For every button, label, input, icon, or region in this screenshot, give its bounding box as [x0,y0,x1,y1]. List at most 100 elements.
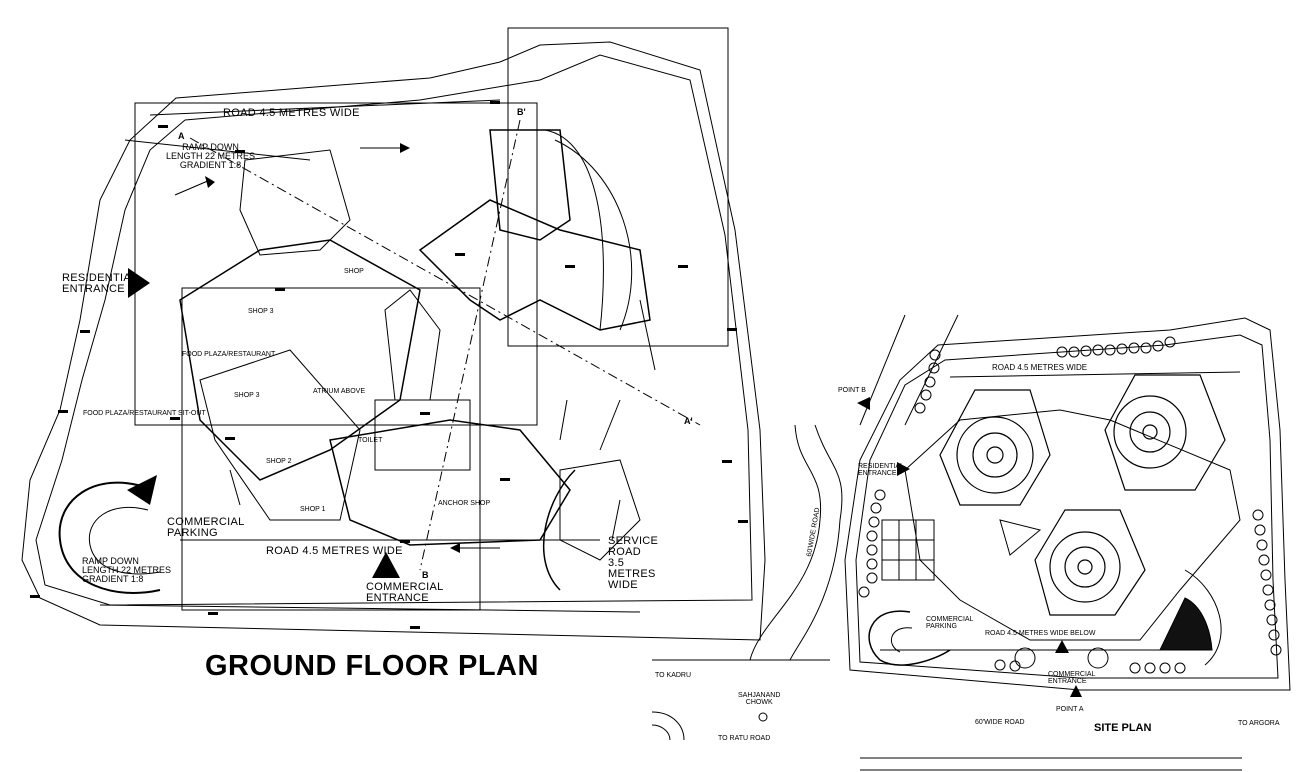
gf-top-block [239,149,351,256]
gf-arrow-6 [611,499,621,541]
gf-entrance-triangle-parking [127,475,157,505]
sp-service-curve [1184,569,1222,666]
gf-north-core [489,129,571,241]
sp-inner-boundary [855,334,1279,679]
sp-to-argora-label: TO ARGORA [1238,720,1280,727]
sp-atrium-triangle [999,519,1042,556]
gf-shop-3b-label: SHOP 3 [248,308,274,315]
gf-entrance-triangle-comm [372,552,400,578]
sp-comm-entrance-triangle [1055,640,1069,653]
sp-road-top-label: ROAD 4.5 METRES WIDE [992,363,1088,372]
sp-point-a-label: POINT A [1056,706,1084,713]
sp-residential-entrance-label: RESIDENTIAL ENTRANCE [858,463,904,477]
gf-arrowhead-5 [450,543,460,553]
ctx-road-to-ratu-1 [651,711,685,741]
gf-atrium-label: ATRIUM ABOVE [313,388,365,395]
gf-shop-2-label: SHOP 2 [266,458,292,465]
gf-shop-block [199,349,361,521]
gf-anchor-shop-label: ANCHOR SHOP [438,500,491,507]
gf-arrow-8 [229,469,241,506]
gf-arrowhead-2 [400,143,410,153]
gf-food-plaza-label: FOOD PLAZA/RESTAURANT [182,351,276,358]
gf-section-line-bb [419,119,521,571]
ctx-to-kadru-label: TO KADRU [655,672,692,679]
gf-commercial-entrance-label: COMMERCIAL ENTRANCE [366,581,444,604]
gf-east-curve-2 [554,139,633,331]
gf-arrow-4 [599,399,621,451]
gf-site-boundary [21,41,766,641]
gf-arrowhead-1 [205,176,215,188]
gf-service-road-label: SERVICE ROAD 3.5 METRES WIDE [608,535,659,591]
gf-ramp-bottom-label: RAMP DOWN LENGTH 22 METRES GRADIENT 1:8 [82,556,172,584]
sp-ramp-loop [868,610,951,666]
gf-section-a: A [178,131,185,141]
gf-stair-core [374,399,471,471]
sp-tower-south [1034,509,1146,616]
ctx-to-ratu-road-label: TO RATU ROAD [718,735,771,742]
gf-ramp-loop-inner [88,506,161,575]
gf-shop-1-label: SHOP 1 [300,506,326,513]
gf-shop-3-label: SHOP 3 [234,392,260,399]
gf-road-bottom-line-2 [99,604,641,613]
ctx-sahjanand-chowk-label: SAHJANAND CHOWK [738,692,781,706]
sp-commercial-entrance-label: COMMERCIAL ENTRANCE [1048,671,1096,685]
ctx-north-road-2 [904,314,959,426]
sp-tree-row-left [858,349,941,598]
sp-tower-west [939,389,1051,506]
gf-commercial-parking-label: COMMERCIAL PARKING [167,516,245,539]
gf-residential-entrance-label: RESIDENTIAL ENTRANCE [62,272,138,295]
sp-fountain-2 [1087,647,1109,669]
gf-grid-markers [30,101,748,629]
sp-point-b-label: POINT B [838,387,866,394]
gf-road-top-label: ROAD 4.5 METRES WIDE [223,107,360,119]
sp-wide-road-bottom-label: 60'WIDE ROAD [975,719,1025,726]
gf-section-a-prime: A' [684,416,693,426]
gf-arrow-7 [559,399,568,441]
sp-fountain-1 [1014,647,1036,669]
gf-arrow-3 [639,299,656,371]
sp-tree-row-top [1056,336,1176,358]
sp-ramp-loop-inner [890,627,913,653]
ctx-road-to-ratu-2 [651,724,671,741]
sp-courtyard [881,519,935,581]
sp-road-bottom-label: ROAD 4.5 METRES WIDE BELOW [985,630,1096,637]
gf-ramp-loop [58,481,161,594]
gf-arrow-1 [174,179,211,196]
gf-food-plaza-sitout-label: FOOD PLAZA/RESTAURANT SIT-OUT [83,410,206,417]
gf-road-top-line [149,99,501,116]
gf-road-bottom-label: ROAD 4.5 METRES WIDE [266,545,403,557]
gf-east-wing [418,199,651,331]
gf-west-wing [179,239,421,481]
sp-road-top-1 [949,371,1241,378]
gf-south-wing [329,419,571,546]
sp-podium [904,409,1241,641]
gf-inner-boundary [35,54,753,606]
sp-commercial-parking-label: COMMERCIAL PARKING [926,616,974,630]
ground-floor-title: GROUND FLOOR PLAN [205,650,539,682]
gf-grid-rect-1 [134,102,538,426]
gf-ramp-top-label: RAMP DOWN LENGTH 22 METRES GRADIENT 1:8 [166,142,256,170]
sp-tower-east [1104,374,1226,491]
ctx-road-curve-1 [749,424,822,661]
ctx-chowk-marker [758,712,768,722]
gf-entrance-triangle-res [128,268,150,298]
sp-res-entrance-triangle [897,462,910,476]
ctx-road-curve-2 [789,424,843,661]
gf-section-b: B [422,570,429,580]
gf-section-b-prime: B' [517,107,526,117]
ctx-north-road [859,314,906,426]
gf-grid-rect-3 [181,287,481,611]
site-plan-title: SITE PLAN [1094,722,1152,734]
gf-east-curve [544,129,604,331]
gf-shop-4-label: SHOP [344,268,364,275]
gf-section-line-aa [189,137,701,426]
gf-atrium [384,289,441,401]
sp-point-a-triangle [1070,685,1082,697]
sp-site-boundary [844,317,1291,691]
sp-tree-row-right [1252,509,1282,656]
gf-service-road-curve [542,469,576,591]
sp-amphitheatre [1159,597,1213,651]
gf-toilet-label: TOILET [358,437,383,444]
gf-grid-rect-2 [507,27,729,347]
